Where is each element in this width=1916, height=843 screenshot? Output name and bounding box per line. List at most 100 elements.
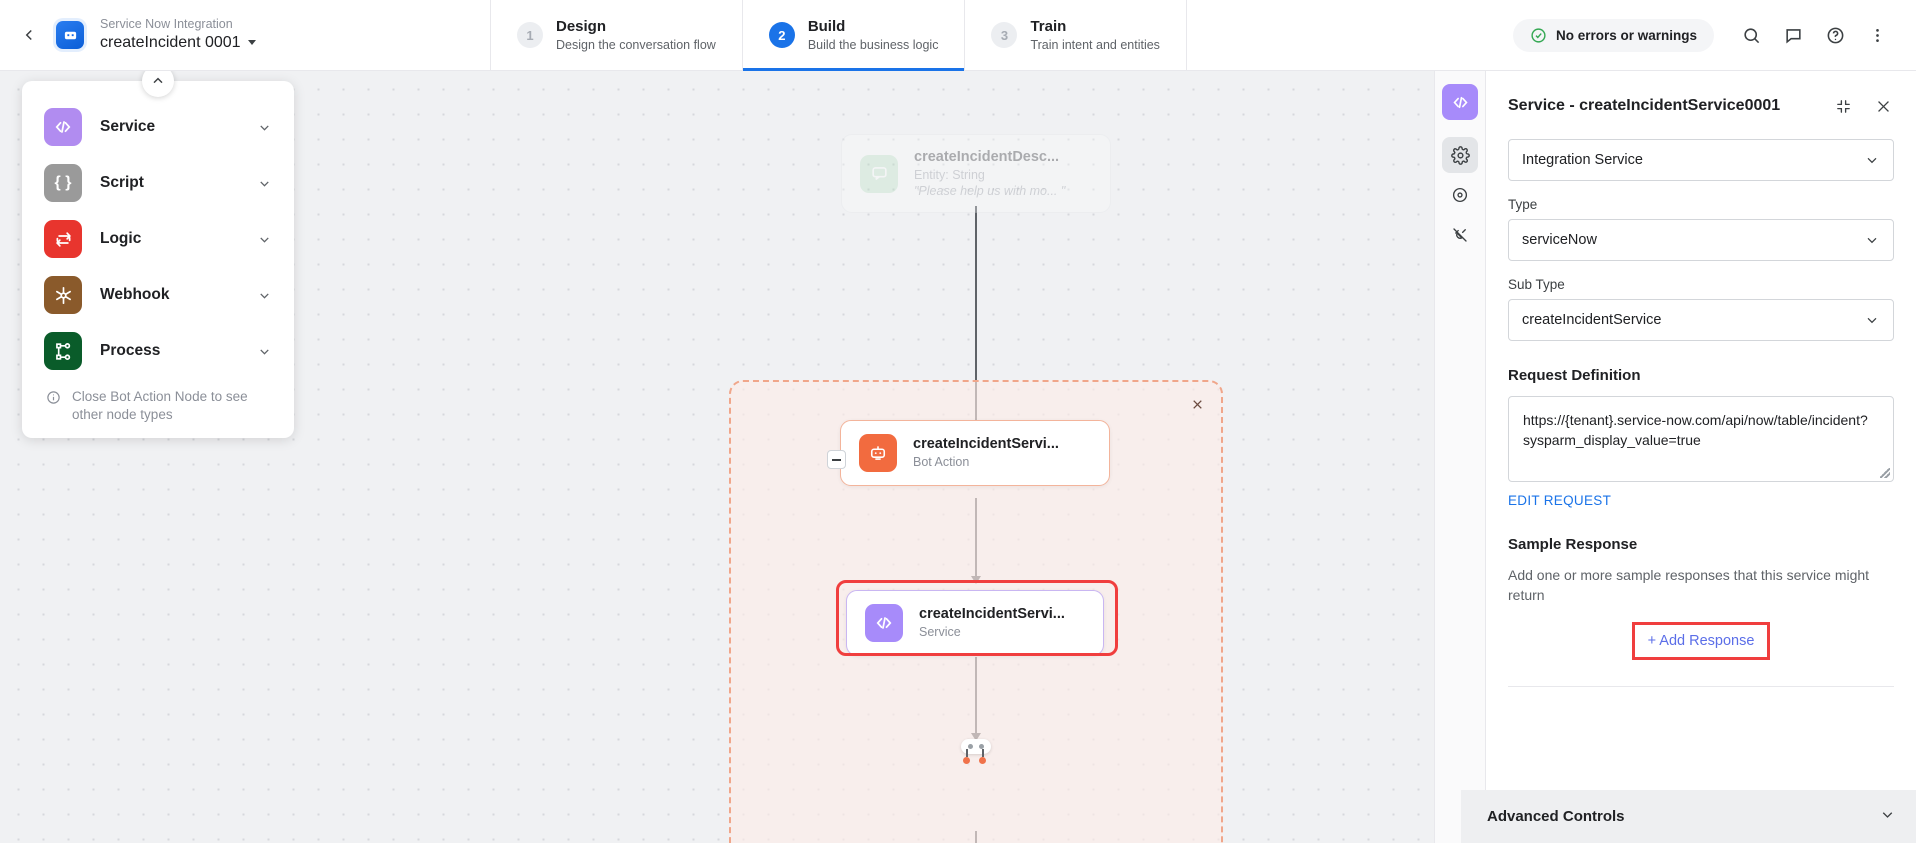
gear-icon[interactable]: [1442, 137, 1478, 173]
collapse-icon[interactable]: [1828, 91, 1858, 121]
palette-item-label: Script: [100, 174, 144, 191]
type-label: Type: [1508, 197, 1538, 212]
panel-header: Service - createIncidentService0001: [1486, 71, 1916, 135]
loop-icon: [44, 220, 82, 258]
chevron-down-icon[interactable]: [257, 120, 272, 135]
tab-train[interactable]: 3 Train Train intent and entities: [964, 0, 1187, 70]
palette-item-webhook[interactable]: Webhook: [22, 267, 294, 323]
close-icon[interactable]: [1868, 91, 1898, 121]
edit-request-link[interactable]: EDIT REQUEST: [1508, 493, 1612, 508]
flow-canvas[interactable]: Service { } Script Logic: [0, 71, 1434, 843]
more-vertical-icon[interactable]: [1858, 16, 1896, 54]
drop-target-pins[interactable]: [963, 749, 986, 764]
edge-connector: [975, 206, 977, 421]
palette-item-label: Webhook: [100, 286, 170, 303]
palette-item-label: Service: [100, 118, 156, 135]
entity-message-icon: [860, 154, 898, 193]
node-title: createIncidentServi...: [913, 436, 1059, 453]
step-tabs: 1 Design Design the conversation flow 2 …: [490, 0, 1187, 71]
request-definition-title: Request Definition: [1508, 367, 1641, 384]
breadcrumb-current[interactable]: createIncident 0001: [100, 33, 256, 53]
properties-panel: Service - createIncidentService0001 Inte…: [1486, 71, 1916, 843]
chevron-down-icon[interactable]: [257, 288, 272, 303]
request-url-value: https://{tenant}.service-now.com/api/now…: [1523, 412, 1868, 449]
chevron-down-icon: [1864, 232, 1880, 248]
chevron-down-icon[interactable]: [257, 232, 272, 247]
palette-item-label: Logic: [100, 230, 142, 247]
step-title: Design: [556, 18, 607, 36]
type-value: serviceNow: [1522, 232, 1597, 248]
sub-type-label: Sub Type: [1508, 277, 1565, 292]
palette-item-label: Process: [100, 342, 161, 359]
minus-icon[interactable]: [827, 450, 846, 469]
palette-item-service[interactable]: Service: [22, 99, 294, 155]
step-number: 2: [768, 22, 795, 48]
type-select[interactable]: serviceNow: [1508, 219, 1894, 261]
chevron-down-icon: [1864, 152, 1880, 168]
node-service[interactable]: createIncidentServi... Service: [846, 590, 1104, 656]
edge-endpoint[interactable]: [961, 739, 991, 754]
node-palette: Service { } Script Logic: [22, 71, 294, 439]
node-subtitle: Service: [919, 625, 961, 640]
palette-item-process[interactable]: Process: [22, 323, 294, 379]
check-circle-icon: [1531, 27, 1546, 43]
advanced-controls-section[interactable]: Advanced Controls: [1461, 790, 1916, 843]
tab-design[interactable]: 1 Design Design the conversation flow: [490, 0, 742, 70]
service-type-value: Integration Service: [1522, 152, 1643, 168]
tab-build[interactable]: 2 Build Build the business logic: [741, 0, 965, 71]
request-url-textarea[interactable]: https://{tenant}.service-now.com/api/now…: [1508, 396, 1894, 482]
add-response-label: + Add Response: [1647, 632, 1755, 649]
node-title: createIncidentServi...: [919, 606, 1065, 623]
webhook-icon: [44, 276, 82, 314]
chevron-down-icon[interactable]: [257, 344, 272, 359]
back-icon[interactable]: [14, 20, 44, 50]
info-icon: [47, 391, 60, 404]
divider: [1508, 685, 1894, 687]
sub-type-select[interactable]: createIncidentService: [1508, 299, 1894, 341]
node-bot-action[interactable]: createIncidentServi... Bot Action: [840, 420, 1110, 486]
breadcrumb-parent: Service Now Integration: [100, 17, 233, 32]
node-entity[interactable]: createIncidentDesc... Entity: String "Pl…: [841, 134, 1111, 214]
palette-note-label: Close Bot Action Node to see other node …: [72, 389, 248, 423]
top-bar: Service Now Integration createIncident 0…: [0, 0, 1916, 71]
sample-response-title: Sample Response: [1508, 536, 1638, 553]
palette-item-script[interactable]: { } Script: [22, 155, 294, 211]
code-icon: [865, 604, 903, 642]
status-badge-label: No errors or warnings: [1555, 27, 1697, 43]
add-response-button[interactable]: + Add Response: [1631, 621, 1771, 660]
page-title: Service - createIncidentService0001: [1508, 97, 1781, 114]
header-left: Service Now Integration createIncident 0…: [0, 0, 490, 70]
step-subtitle: Train intent and entities: [1030, 37, 1160, 52]
status-badge[interactable]: No errors or warnings: [1512, 18, 1714, 52]
chevron-down-icon[interactable]: [257, 176, 272, 191]
search-icon[interactable]: [1732, 16, 1770, 54]
chevron-down-icon[interactable]: [1879, 806, 1896, 828]
chevron-up-icon[interactable]: [142, 71, 174, 97]
help-circle-icon[interactable]: [1816, 16, 1854, 54]
bot-logo-icon: [56, 21, 84, 49]
sample-response-description: Add one or more sample responses that th…: [1508, 567, 1870, 604]
code-icon[interactable]: [1442, 84, 1478, 120]
chevron-down-icon: [1864, 312, 1880, 328]
panel-body[interactable]: Integration Service Type serviceNow Sub …: [1486, 135, 1916, 843]
node-subtitle: Entity: String: [914, 167, 985, 182]
service-type-select[interactable]: Integration Service: [1508, 139, 1894, 181]
palette-item-logic[interactable]: Logic: [22, 211, 294, 267]
comment-icon[interactable]: [1774, 16, 1812, 54]
process-icon: [44, 332, 82, 370]
breadcrumb-current-label: createIncident 0001: [100, 33, 241, 51]
plug-off-icon[interactable]: [1442, 217, 1478, 253]
code-icon: [44, 108, 82, 146]
target-icon[interactable]: [1442, 177, 1478, 213]
advanced-controls-label: Advanced Controls: [1487, 808, 1625, 825]
close-icon[interactable]: [1187, 394, 1207, 414]
breadcrumb: Service Now Integration createIncident 0…: [100, 17, 256, 53]
node-quote: "Please help us with mo... ": [914, 184, 1066, 199]
node-subtitle: Bot Action: [913, 455, 970, 470]
step-subtitle: Build the business logic: [807, 37, 939, 52]
braces-icon: { }: [44, 164, 82, 202]
step-number: 1: [517, 22, 543, 48]
resize-handle-icon[interactable]: [1880, 468, 1890, 478]
panel-icon-rail: [1434, 71, 1486, 843]
